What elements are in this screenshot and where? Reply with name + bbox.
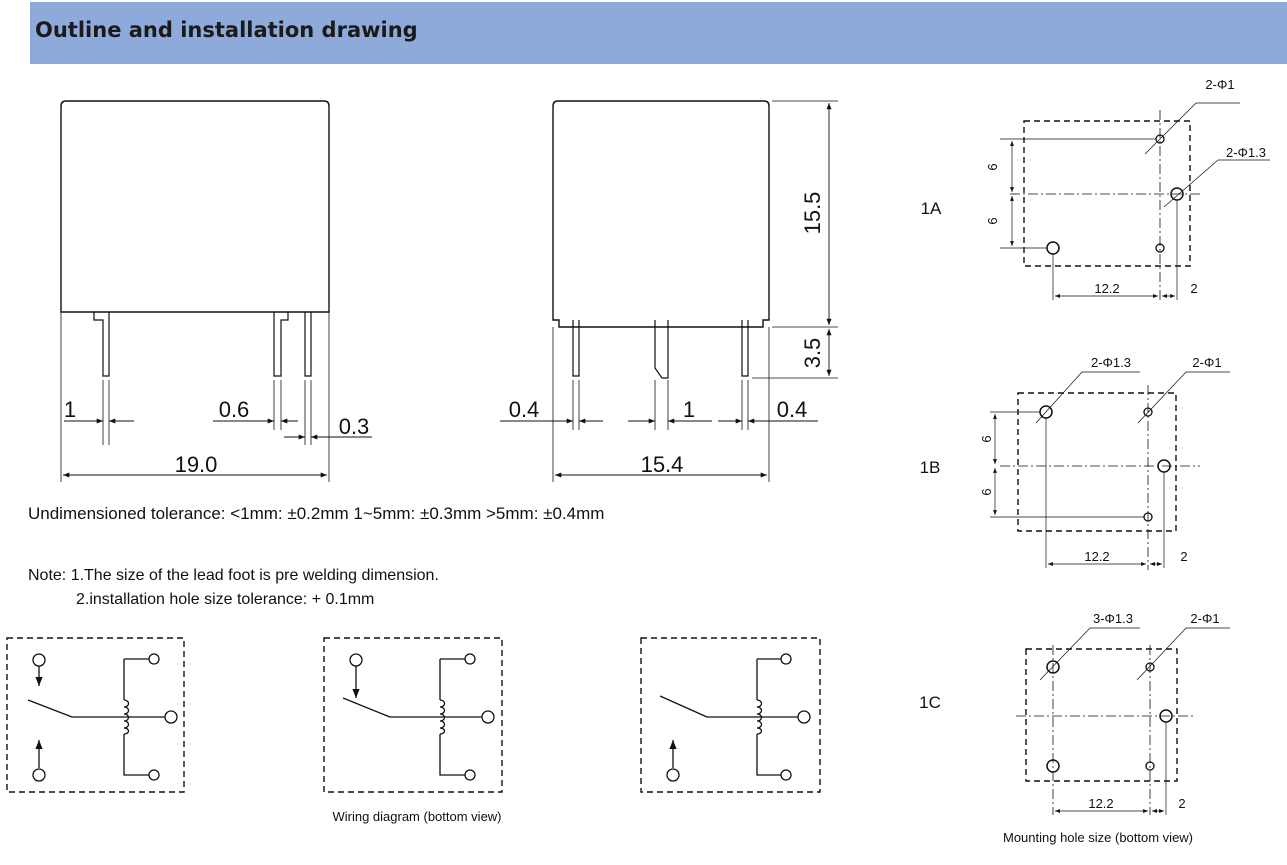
wiring-caption: Wiring diagram (bottom view) <box>332 809 501 824</box>
mounting-1b-dim-6-top: 6 <box>979 435 994 442</box>
mounting-1b-dim-2: 2 <box>1180 549 1187 564</box>
mounting-1b <box>990 371 1230 570</box>
front-pin-width-label: 0.6 <box>219 397 250 422</box>
wiring-1a <box>6 637 185 793</box>
mounting-1a <box>1000 102 1270 300</box>
tolerance-text: Undimensioned tolerance: <1mm: ±0.2mm 1~… <box>28 504 605 523</box>
height-label: 15.5 <box>800 192 825 235</box>
side-width-label: 15.4 <box>641 452 684 477</box>
side-pin-mid <box>654 320 669 379</box>
mounting-1a-dim-6-bottom: 6 <box>985 217 1000 224</box>
mounting-1c <box>1016 627 1230 815</box>
note-line-1: Note: 1.The size of the lead foot is pre… <box>28 567 439 584</box>
side-pin-left <box>572 320 580 377</box>
front-view <box>60 100 372 482</box>
mounting-caption: Mounting hole size (bottom view) <box>1003 830 1193 845</box>
front-pin-edge-label: 0.3 <box>339 414 370 439</box>
side-pin-right <box>741 320 749 377</box>
mounting-1b-dim-6-bottom: 6 <box>979 488 994 495</box>
mounting-1c-dim-12-2: 12.2 <box>1088 796 1113 811</box>
front-width-label: 19.0 <box>175 452 218 477</box>
wiring-1b <box>323 637 503 793</box>
mounting-1b-large-holes: 2-Φ1.3 <box>1091 355 1131 370</box>
mounting-1b-small-holes: 2-Φ1 <box>1192 355 1221 370</box>
mounting-1c-dim-2: 2 <box>1178 796 1185 811</box>
side-mid-label: 1 <box>683 397 695 422</box>
mounting-1a-dim-6-top: 6 <box>985 163 1000 170</box>
front-relay-body <box>60 100 330 313</box>
section-title: Outline and installation drawing <box>35 18 418 42</box>
mounting-1a-label: 1A <box>921 199 942 218</box>
front-pin-left-label: 1 <box>64 397 76 422</box>
front-pin-mid <box>273 312 289 377</box>
front-pin-left <box>93 312 110 377</box>
wiring-1c <box>640 637 821 793</box>
front-pin-right <box>304 312 312 377</box>
side-relay-body <box>552 100 770 328</box>
section-header: Outline and installation drawing <box>30 2 1287 64</box>
mounting-1a-dim-12-2: 12.2 <box>1094 281 1119 296</box>
side-view <box>500 100 838 482</box>
mounting-1c-large-holes: 3-Φ1.3 <box>1093 611 1133 626</box>
note-line-2: 2.installation hole size tolerance: + 0.… <box>76 591 375 608</box>
pin-length-label: 3.5 <box>800 338 825 369</box>
mounting-1b-label: 1B <box>920 458 941 477</box>
mounting-1c-small-holes: 2-Φ1 <box>1190 611 1219 626</box>
side-left-label: 0.4 <box>509 397 540 422</box>
mounting-1a-dim-2: 2 <box>1190 281 1197 296</box>
mounting-1a-large-holes: 2-Φ1.3 <box>1226 145 1266 160</box>
side-right-label: 0.4 <box>777 397 808 422</box>
mounting-1c-label: 1C <box>919 693 941 712</box>
mounting-1a-small-holes: 2-Φ1 <box>1205 77 1234 92</box>
mounting-1b-dim-12-2: 12.2 <box>1084 549 1109 564</box>
